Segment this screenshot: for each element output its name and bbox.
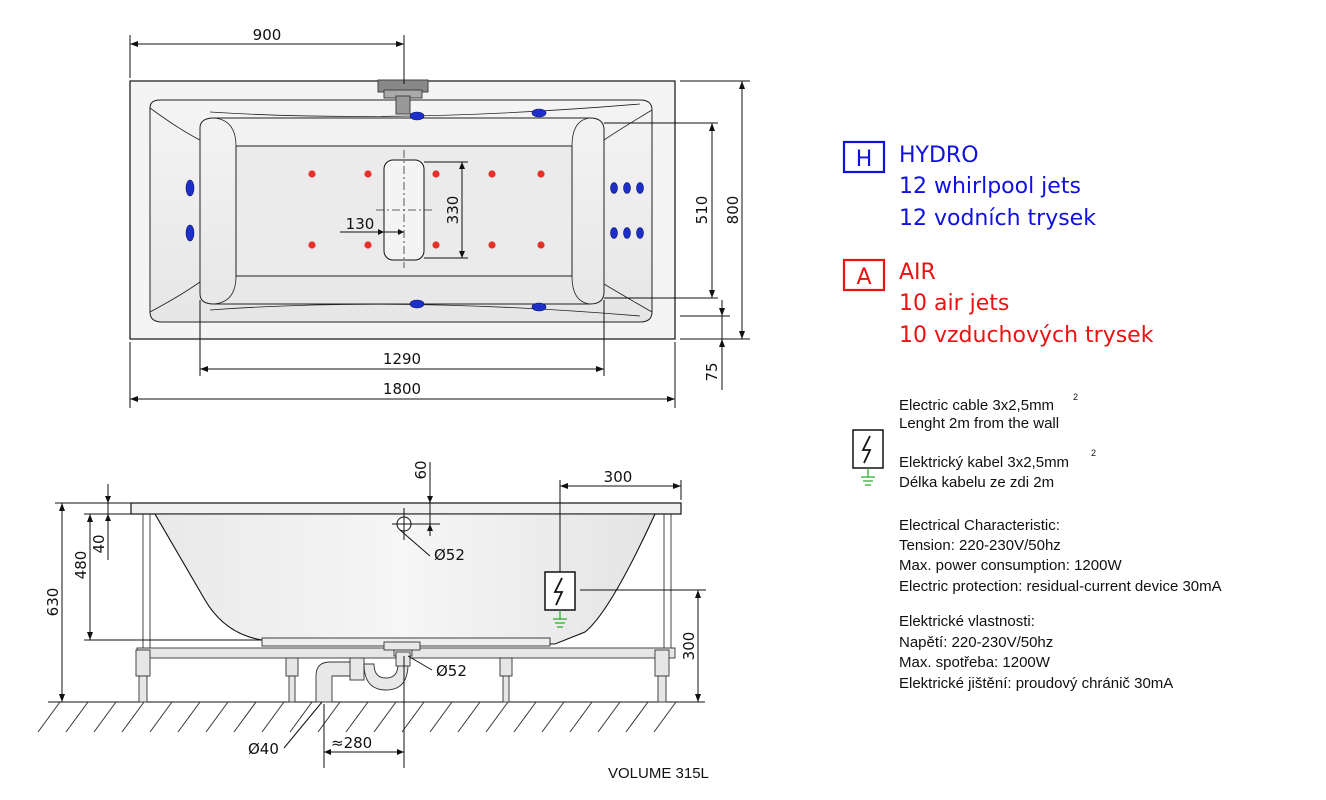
top-dimensions: 900 130 330 510 800 75 1290 [129,26,750,408]
floor-hatch [37,701,677,733]
dim-900: 900 [253,26,282,44]
protection: Electric protection: residual-current de… [899,578,1222,595]
air-jet [364,170,372,178]
air-jet [488,170,496,178]
air-title: AIR [899,260,936,285]
air-line-2: 10 vzduchových trysek [899,323,1154,348]
air-jet [537,170,545,178]
dim-1290: 1290 [383,350,421,368]
dim-d40: Ø40 [248,740,279,758]
hydro-jet [185,179,195,197]
air-letter: A [856,265,871,290]
hydro-jet [610,182,618,194]
dim-630: 630 [44,588,62,617]
hydro-jet [531,302,547,312]
cable-cz: Elektrický kabel 3x2,5mm [899,454,1069,471]
dim-d52-drain: Ø52 [436,662,467,680]
air-jet [432,241,440,249]
side-electric-box [544,571,576,611]
electric-info: Electric cable 3x2,5mm 2 Lenght 2m from … [852,392,1222,692]
drain-siphon [315,641,421,703]
air-jet [364,241,372,249]
dim-1800: 1800 [383,380,421,398]
dim-330: 330 [444,196,462,225]
dim-280: ≈280 [331,734,372,752]
hydro-title: HYDRO [899,143,979,168]
side-shell [154,513,656,645]
air-jet [308,170,316,178]
hydro-letter: H [856,147,873,172]
cable-cz-sup: 2 [1091,448,1096,458]
cable-en: Electric cable 3x2,5mm [899,397,1054,414]
side-ground-icon [553,610,567,628]
char-title: Electrical Characteristic: [899,517,1060,534]
length-cz: Délka kabelu ze zdi 2m [899,474,1054,491]
dim-510: 510 [693,196,711,225]
side-view [37,502,705,733]
power: Max. power consumption: 1200W [899,557,1122,574]
jet-legend: H HYDRO 12 whirlpool jets 12 vodních try… [842,140,1154,348]
cable-en-sup: 2 [1073,392,1078,402]
faucet-fitting [377,79,429,115]
air-jet [308,241,316,249]
hydro-jet [636,227,644,239]
hydro-jet [409,299,425,309]
air-jet [488,241,496,249]
ground-icon [861,468,875,486]
air-jet [537,241,545,249]
dim-480: 480 [72,551,90,580]
dim-75: 75 [703,362,721,381]
electric-box-icon [852,429,884,469]
hydro-jet [610,227,618,239]
hydro-jet [531,108,547,118]
tension-cz: Napětí: 220-230V/50hz [899,634,1053,651]
hydro-jet [636,182,644,194]
dim-40: 40 [90,534,108,553]
jets [185,108,644,312]
dim-d52-overflow: Ø52 [434,546,465,564]
hydro-line-1: 12 whirlpool jets [899,174,1081,199]
tension: Tension: 220-230V/50hz [899,537,1061,554]
dim-60: 60 [412,460,430,479]
dim-800: 800 [724,196,742,225]
dim-300-right: 300 [680,632,698,661]
hydro-jet [623,182,631,194]
protection-cz: Elektrické jištění: proudový chránič 30m… [899,675,1173,692]
length-en: Lenght 2m from the wall [899,415,1059,432]
hydro-line-2: 12 vodních trysek [899,206,1096,231]
side-rim [130,502,682,515]
char-title-cz: Elektrické vlastnosti: [899,613,1035,630]
air-line-1: 10 air jets [899,291,1009,316]
side-dimensions: 60 300 Ø52 40 480 630 300 Ø52 Ø40 [44,460,706,768]
tub-basin-edge [199,117,605,305]
hydro-badge [842,140,886,174]
dim-300-top: 300 [604,468,633,486]
dim-130: 130 [346,215,375,233]
power-cz: Max. spotřeba: 1200W [899,654,1051,671]
air-jet [432,170,440,178]
hydro-jet [623,227,631,239]
hydro-jet [185,224,195,242]
hydro-jet [409,111,425,121]
top-view [129,79,676,340]
air-badge [842,258,886,292]
volume-label: VOLUME 315L [608,765,709,782]
